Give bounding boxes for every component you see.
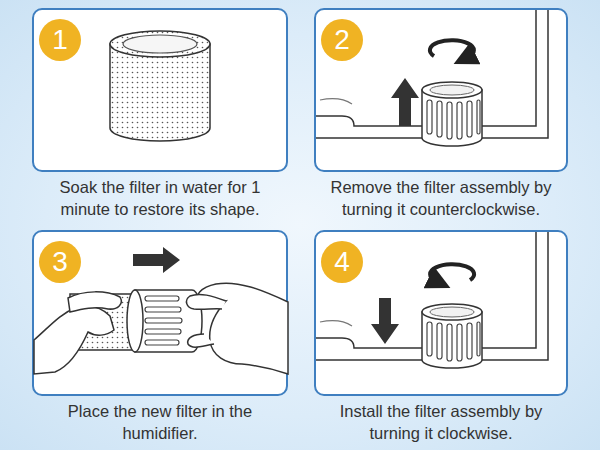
cap-ridge (145, 307, 181, 312)
cap-side (135, 290, 202, 352)
cap-rim (127, 290, 143, 352)
tray-recess (320, 321, 352, 326)
filter-cap (422, 304, 482, 368)
cap-ridge (477, 322, 480, 356)
cap-ridge (437, 101, 442, 137)
cap-ridge (467, 323, 472, 359)
cap-ridge (447, 324, 452, 361)
step-number: 3 (52, 248, 68, 276)
left-hand (34, 306, 114, 374)
right-finger (188, 334, 214, 347)
rotate-arrow (430, 40, 474, 57)
cap-ridge (457, 324, 462, 361)
cap-ridges (427, 100, 480, 139)
step-panel: Place the new filter in the humidifier.3 (32, 230, 288, 396)
step-caption: Soak the filter in water for 1 minute to… (35, 176, 285, 220)
filter-body (110, 44, 210, 141)
cap-ridge (145, 329, 181, 334)
hands (34, 283, 288, 374)
cap-top-inner (430, 85, 474, 95)
cap-ridge (427, 322, 432, 356)
right-arrow (133, 247, 180, 273)
humidifier-base (316, 10, 548, 138)
tray-edge (316, 10, 548, 138)
filter-top (110, 31, 210, 57)
cap-body (422, 312, 482, 368)
step-panel: Install the filter assembly by turning i… (314, 230, 568, 396)
right-finger (187, 294, 226, 309)
filter-hole (123, 35, 197, 53)
cap-ridge (427, 100, 432, 134)
cap-ridge (477, 100, 480, 134)
down-arrow (371, 298, 399, 344)
up-arrow (391, 78, 419, 126)
cap-top (422, 304, 482, 320)
cap-ridge (467, 101, 472, 137)
step-badge: 2 (321, 19, 363, 61)
right-hand (197, 283, 288, 374)
cap-body (422, 90, 482, 146)
step-caption: Place the new filter in the humidifier. (35, 400, 285, 444)
step-number: 1 (52, 26, 68, 54)
step-badge: 1 (39, 19, 81, 61)
filter-and-cap (70, 290, 202, 352)
humidifier-base (316, 232, 548, 360)
filter-cap (422, 82, 482, 146)
tray-outline (316, 10, 536, 126)
cap-ridge (447, 102, 452, 139)
cap-ridge (145, 318, 182, 323)
filter-cylinder (110, 31, 210, 141)
rotate-arrow (430, 264, 474, 281)
cap-ridge (145, 296, 179, 301)
step-badge: 3 (39, 241, 81, 283)
cap-top-inner (430, 307, 474, 317)
cap-top (422, 82, 482, 98)
tray-recess (320, 99, 352, 104)
cap-ridge (145, 340, 179, 345)
cap-ridge (437, 323, 442, 359)
cap-ridge (457, 102, 462, 139)
filter-side (70, 294, 135, 350)
cap-ridges (427, 322, 480, 361)
step-caption: Install the filter assembly by turning i… (316, 400, 566, 444)
step-badge: 4 (321, 241, 363, 283)
step-panel: Remove the filter assembly by turning it… (314, 8, 568, 172)
cap-ridges (145, 296, 182, 345)
step-number: 2 (334, 26, 350, 54)
tray-outline (316, 232, 536, 348)
left-thumb (68, 292, 121, 312)
step-caption: Remove the filter assembly by turning it… (316, 176, 566, 220)
tray-edge (316, 232, 548, 360)
step-number: 4 (334, 248, 350, 276)
step-panel: Soak the filter in water for 1 minute to… (32, 8, 288, 172)
